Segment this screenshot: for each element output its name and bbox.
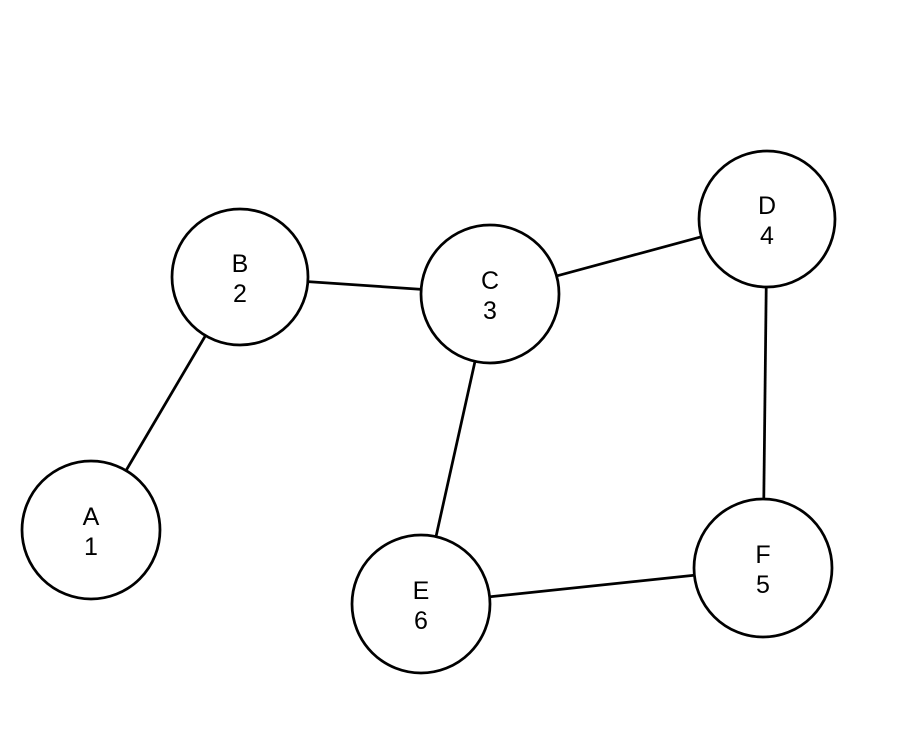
node-label: A: [83, 503, 100, 531]
graph-node-A[interactable]: A1: [20, 459, 162, 601]
node-circle-F[interactable]: [692, 497, 834, 639]
node-label: E: [413, 577, 430, 605]
node-circle-D[interactable]: [697, 149, 837, 289]
graph-node-B[interactable]: B2: [170, 207, 310, 347]
graph-node-C[interactable]: C3: [419, 223, 561, 365]
node-label: D: [758, 192, 776, 220]
graph-node-E[interactable]: E6: [350, 533, 492, 675]
node-value: 2: [233, 280, 247, 308]
node-circle-A[interactable]: [20, 459, 162, 601]
node-value: 4: [760, 222, 774, 250]
graph-node-F[interactable]: F5: [692, 497, 834, 639]
node-label: F: [755, 541, 770, 569]
node-circle-C[interactable]: [419, 223, 561, 365]
graph-node-D[interactable]: D4: [697, 149, 837, 289]
node-value: 1: [84, 533, 98, 561]
node-circle-E[interactable]: [350, 533, 492, 675]
node-circle-B[interactable]: [170, 207, 310, 347]
node-label: C: [481, 267, 499, 295]
node-value: 6: [414, 607, 428, 635]
node-value: 5: [756, 571, 770, 599]
node-value: 3: [483, 297, 497, 325]
node-label: B: [232, 250, 249, 278]
